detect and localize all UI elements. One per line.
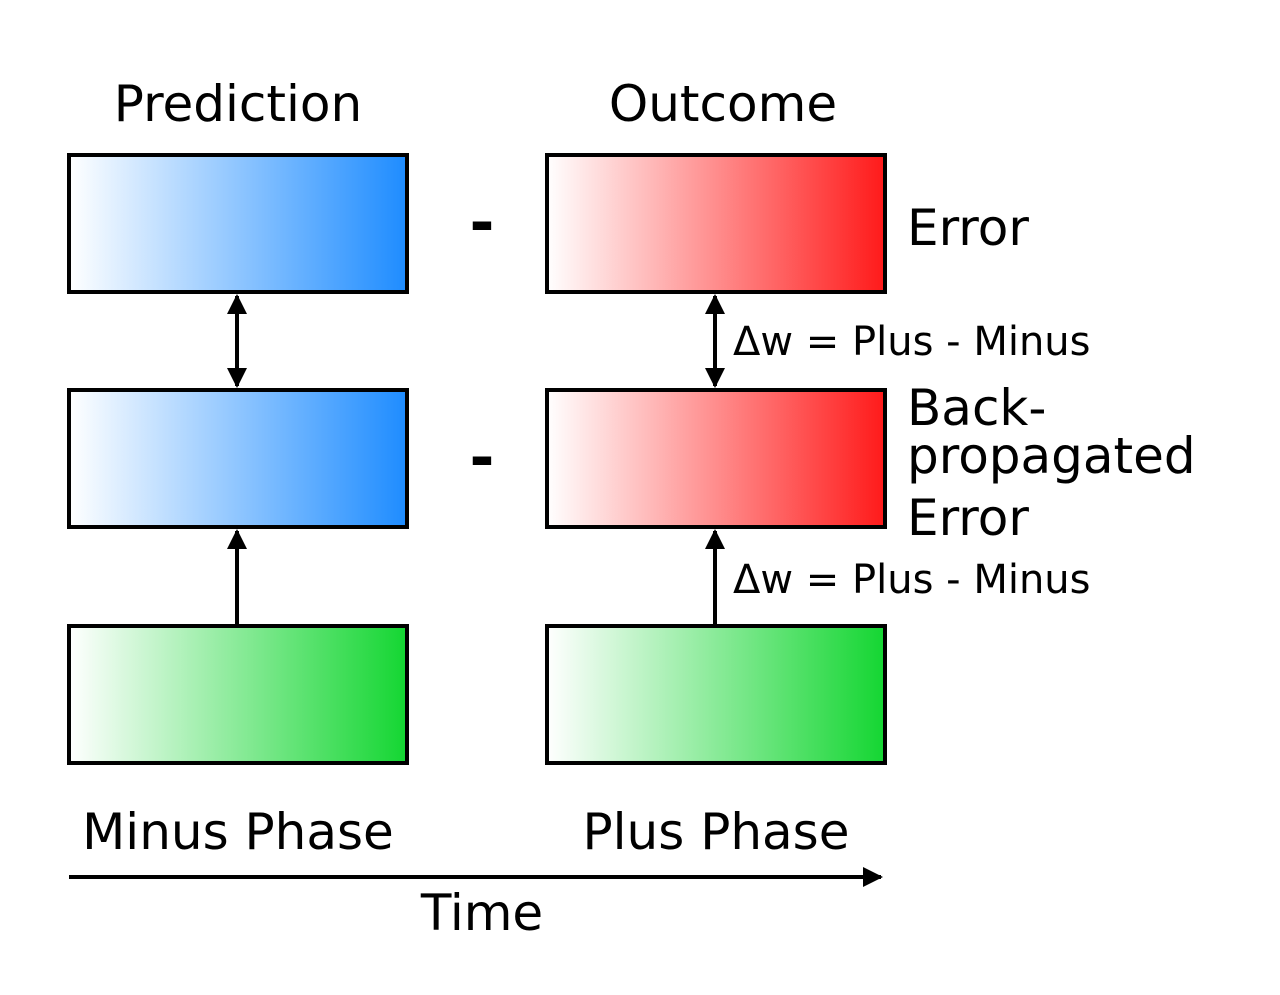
minus-hidden-layer-box (67, 388, 409, 529)
minus-output-layer-box (67, 153, 409, 294)
prediction-header: Prediction (114, 75, 362, 133)
backprop-label-line-3: Error (907, 489, 1029, 547)
plus-input-layer-box (545, 624, 887, 765)
plus-phase-label: Plus Phase (583, 803, 850, 861)
backprop-label-line-2: propagated (907, 427, 1196, 485)
plus-hidden-layer-box (545, 388, 887, 529)
plus-output-layer-box (545, 153, 887, 294)
outcome-header: Outcome (609, 75, 837, 133)
subtract-operator-top: - (470, 188, 495, 258)
delta-w-label-bottom: Δw = Plus - Minus (733, 557, 1090, 603)
time-axis-label: Time (420, 884, 543, 942)
backprop-label-line-1: Back- (907, 379, 1046, 437)
delta-w-label-top: Δw = Plus - Minus (733, 319, 1090, 365)
error-label: Error (907, 199, 1029, 257)
minus-phase-label: Minus Phase (82, 803, 394, 861)
minus-input-layer-box (67, 624, 409, 765)
subtract-operator-middle: - (470, 423, 495, 493)
